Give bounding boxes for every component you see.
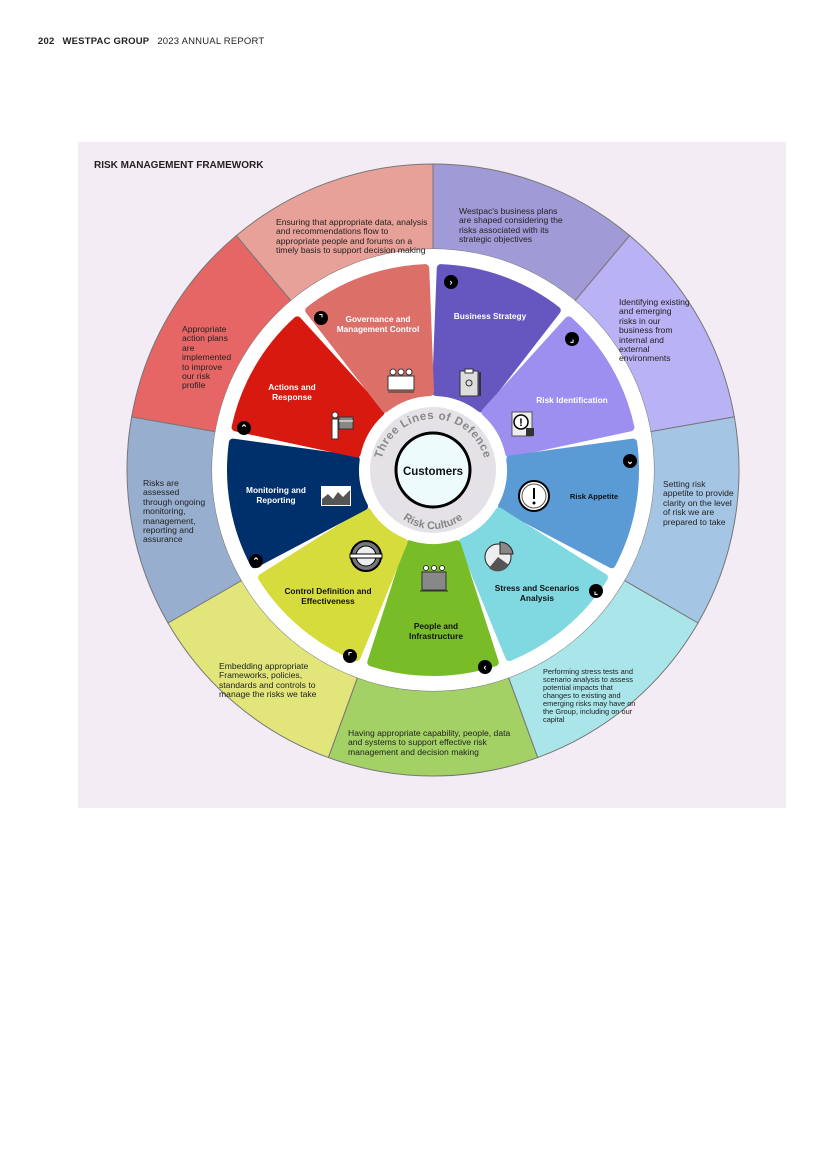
customers-circle bbox=[394, 431, 472, 509]
step-badge-risk-appetite: ⌄ bbox=[623, 454, 637, 468]
step-badge-risk-identification: ⌟ bbox=[565, 332, 579, 346]
step-badge-control: ⌜ bbox=[343, 649, 357, 663]
risk-appetite-description: Setting risk appetite to provide clarity… bbox=[663, 479, 734, 527]
risk-appetite-label: Risk Appetite bbox=[569, 492, 619, 501]
step-badge-stress: ⌞ bbox=[589, 584, 603, 598]
panel-title: RISK MANAGEMENT FRAMEWORK bbox=[94, 160, 264, 171]
business-strategy-description: Westpac's business plans are shaped cons… bbox=[459, 206, 563, 245]
line-chart-icon bbox=[321, 486, 351, 506]
outer-segment-people-and-infrastructure bbox=[327, 677, 539, 777]
governance-label: Governance and Management Control bbox=[336, 314, 420, 334]
page-number: 202 bbox=[38, 36, 55, 47]
team-icon bbox=[420, 565, 448, 592]
stress-description: Performing stress tests and scenario ana… bbox=[543, 667, 636, 724]
customers-label: Customers bbox=[402, 466, 464, 478]
step-badge-monitoring: ⌃ bbox=[249, 554, 263, 568]
risk-identification-description: Identifying existing and emerging risks … bbox=[619, 297, 690, 364]
presenter-icon bbox=[331, 411, 354, 440]
step-badge-governance: ⌝ bbox=[314, 311, 328, 325]
inner-segment-people-and-infrastructure bbox=[367, 540, 499, 676]
company-name: WESTPAC GROUP bbox=[62, 36, 150, 47]
actions-description: Appropriate action plans are implemented… bbox=[182, 324, 232, 391]
control-label: Control Definition and Effectiveness bbox=[284, 586, 372, 606]
monitoring-label: Monitoring and Reporting bbox=[246, 485, 306, 505]
inner-segment-monitoring-and-reporting bbox=[227, 438, 369, 569]
inner-segment-risk-appetite bbox=[497, 438, 639, 569]
svg-text:!: ! bbox=[519, 417, 523, 429]
monitoring-description: Risks are assessed through ongoing monit… bbox=[143, 478, 206, 545]
stress-label: Stress and Scenarios Analysis bbox=[494, 583, 580, 603]
step-badge-business-strategy: › bbox=[444, 275, 458, 289]
control-description: Embedding appropriate Frameworks, polici… bbox=[219, 661, 317, 700]
governance-description: Ensuring that appropriate data, analysis… bbox=[276, 217, 428, 256]
gauge-icon bbox=[518, 480, 550, 512]
outer-ring bbox=[126, 163, 740, 777]
page-header: 202 WESTPAC GROUP 2023 ANNUAL REPORT bbox=[38, 36, 264, 47]
risk-alert-icon: ! bbox=[511, 411, 534, 437]
actions-label: Actions and Response bbox=[268, 382, 316, 402]
pie-chart-icon bbox=[484, 541, 514, 572]
meeting-icon bbox=[387, 368, 415, 393]
people-description: Having appropriate capability, people, d… bbox=[348, 728, 511, 757]
risk-identification-label: Risk Identification bbox=[536, 395, 608, 405]
people-label: People and Infrastructure bbox=[409, 621, 463, 641]
business-strategy-label: Business Strategy bbox=[453, 311, 527, 321]
gear-icon bbox=[349, 540, 383, 572]
step-badge-actions: ⌃ bbox=[237, 421, 251, 435]
report-name: 2023 ANNUAL REPORT bbox=[157, 36, 265, 47]
step-badge-people: ‹ bbox=[478, 660, 492, 674]
clipboard-icon bbox=[459, 368, 481, 397]
